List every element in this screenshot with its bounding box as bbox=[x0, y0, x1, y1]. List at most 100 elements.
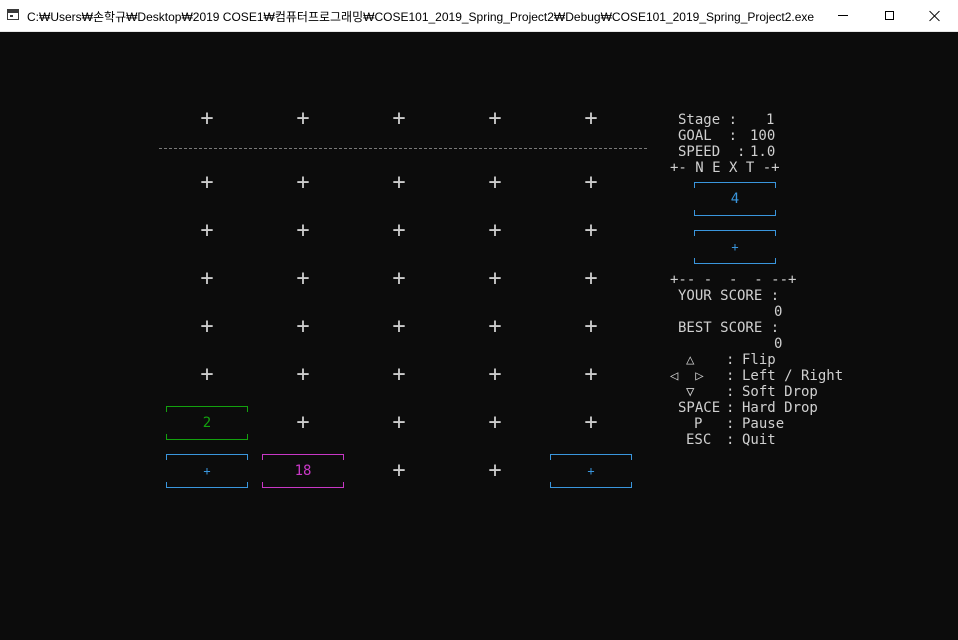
empty-cell-marker: + bbox=[584, 266, 598, 291]
board-empty-cell: + bbox=[262, 102, 344, 136]
board-empty-cell: + bbox=[550, 166, 632, 200]
board-tile: + bbox=[166, 454, 248, 488]
empty-cell-marker: + bbox=[296, 170, 310, 195]
board-tile: 18 bbox=[262, 454, 344, 488]
control-key: △ bbox=[686, 352, 695, 368]
console-area: + + + + + + + + + + + + + + + + + + + + + + + + + + + + + +2 + + + + +18 + +… bbox=[0, 32, 958, 640]
board-empty-cell: + bbox=[454, 358, 536, 392]
board-empty-cell: + bbox=[358, 214, 440, 248]
control-key: SPACE bbox=[678, 400, 721, 416]
next-header: +- N E X T -+ bbox=[670, 160, 780, 176]
empty-cell-marker: + bbox=[392, 106, 406, 131]
speed-value: 1.0 bbox=[750, 144, 776, 160]
title-bar[interactable]: C:₩Users₩손학규₩Desktop₩2019 COSE1₩컴퓨터프로그래밍… bbox=[0, 0, 958, 32]
empty-cell-marker: + bbox=[488, 266, 502, 291]
control-separator: : bbox=[726, 368, 735, 384]
control-action: Pause bbox=[742, 416, 785, 432]
board-divider-line bbox=[159, 148, 647, 149]
board-empty-cell: + bbox=[550, 358, 632, 392]
board-empty-cell: + bbox=[166, 102, 248, 136]
board-empty-cell: + bbox=[358, 358, 440, 392]
window-title: C:₩Users₩손학규₩Desktop₩2019 COSE1₩컴퓨터프로그래밍… bbox=[27, 10, 815, 24]
control-separator: : bbox=[726, 352, 735, 368]
your-score-value: 0 bbox=[774, 304, 783, 320]
empty-cell-marker: + bbox=[392, 458, 406, 483]
empty-cell-marker: + bbox=[200, 170, 214, 195]
board-empty-cell: + bbox=[262, 166, 344, 200]
empty-cell-marker: + bbox=[488, 362, 502, 387]
board-empty-cell: + bbox=[166, 214, 248, 248]
board-empty-cell: + bbox=[166, 358, 248, 392]
empty-cell-marker: + bbox=[296, 362, 310, 387]
maximize-button[interactable] bbox=[866, 0, 912, 31]
info-separator: +-- - - - --+ bbox=[670, 272, 797, 288]
board-empty-cell: + bbox=[358, 406, 440, 440]
control-separator: : bbox=[726, 432, 735, 448]
next-tile-1: 4 bbox=[694, 182, 776, 216]
board-empty-cell: + bbox=[358, 262, 440, 296]
board-empty-cell: + bbox=[166, 310, 248, 344]
board-empty-cell: + bbox=[550, 406, 632, 440]
empty-cell-marker: + bbox=[200, 314, 214, 339]
board-tile-value: + bbox=[587, 464, 595, 478]
best-score-label: BEST SCORE : bbox=[678, 320, 780, 336]
board-empty-cell: + bbox=[454, 102, 536, 136]
minimize-icon bbox=[838, 15, 848, 16]
board-empty-cell: + bbox=[262, 310, 344, 344]
board-empty-cell: + bbox=[454, 214, 536, 248]
goal-label: GOAL : bbox=[678, 128, 738, 144]
board-tile: 2 bbox=[166, 406, 248, 440]
board-tile: + bbox=[550, 454, 632, 488]
board-empty-cell: + bbox=[454, 406, 536, 440]
control-key: ESC bbox=[686, 432, 712, 448]
board-empty-cell: + bbox=[262, 214, 344, 248]
empty-cell-marker: + bbox=[200, 362, 214, 387]
board-empty-cell: + bbox=[262, 406, 344, 440]
empty-cell-marker: + bbox=[200, 266, 214, 291]
control-key: ▽ bbox=[686, 384, 695, 400]
empty-cell-marker: + bbox=[200, 218, 214, 243]
board-empty-cell: + bbox=[550, 310, 632, 344]
board-empty-cell: + bbox=[550, 102, 632, 136]
empty-cell-marker: + bbox=[488, 106, 502, 131]
best-score-value: 0 bbox=[774, 336, 783, 352]
empty-cell-marker: + bbox=[488, 314, 502, 339]
empty-cell-marker: + bbox=[488, 410, 502, 435]
board-empty-cell: + bbox=[550, 214, 632, 248]
empty-cell-marker: + bbox=[296, 218, 310, 243]
board-empty-cell: + bbox=[358, 102, 440, 136]
empty-cell-marker: + bbox=[488, 218, 502, 243]
empty-cell-marker: + bbox=[296, 314, 310, 339]
next-tile-1-value: 4 bbox=[730, 191, 740, 207]
control-key: P bbox=[694, 416, 703, 432]
maximize-icon bbox=[884, 11, 894, 20]
board-empty-cell: + bbox=[262, 262, 344, 296]
empty-cell-marker: + bbox=[392, 266, 406, 291]
empty-cell-marker: + bbox=[392, 410, 406, 435]
empty-cell-marker: + bbox=[488, 170, 502, 195]
control-action: Flip bbox=[742, 352, 776, 368]
stage-label: Stage : bbox=[678, 112, 738, 128]
speed-label: SPEED : bbox=[678, 144, 746, 160]
board-empty-cell: + bbox=[166, 166, 248, 200]
board-empty-cell: + bbox=[358, 310, 440, 344]
empty-cell-marker: + bbox=[392, 170, 406, 195]
empty-cell-marker: + bbox=[584, 410, 598, 435]
minimize-button[interactable] bbox=[820, 0, 866, 31]
empty-cell-marker: + bbox=[392, 218, 406, 243]
board-empty-cell: + bbox=[454, 166, 536, 200]
board-empty-cell: + bbox=[454, 454, 536, 488]
board-empty-cell: + bbox=[358, 166, 440, 200]
empty-cell-marker: + bbox=[296, 266, 310, 291]
control-separator: : bbox=[726, 416, 735, 432]
empty-cell-marker: + bbox=[584, 218, 598, 243]
board-empty-cell: + bbox=[454, 310, 536, 344]
control-action: Left / Right bbox=[742, 368, 844, 384]
close-button[interactable] bbox=[912, 0, 958, 31]
control-key: ◁ ▷ bbox=[670, 368, 704, 384]
control-separator: : bbox=[726, 400, 735, 416]
control-action: Hard Drop bbox=[742, 400, 818, 416]
board-tile-value: 18 bbox=[294, 463, 312, 479]
goal-value: 100 bbox=[750, 128, 776, 144]
empty-cell-marker: + bbox=[296, 410, 310, 435]
